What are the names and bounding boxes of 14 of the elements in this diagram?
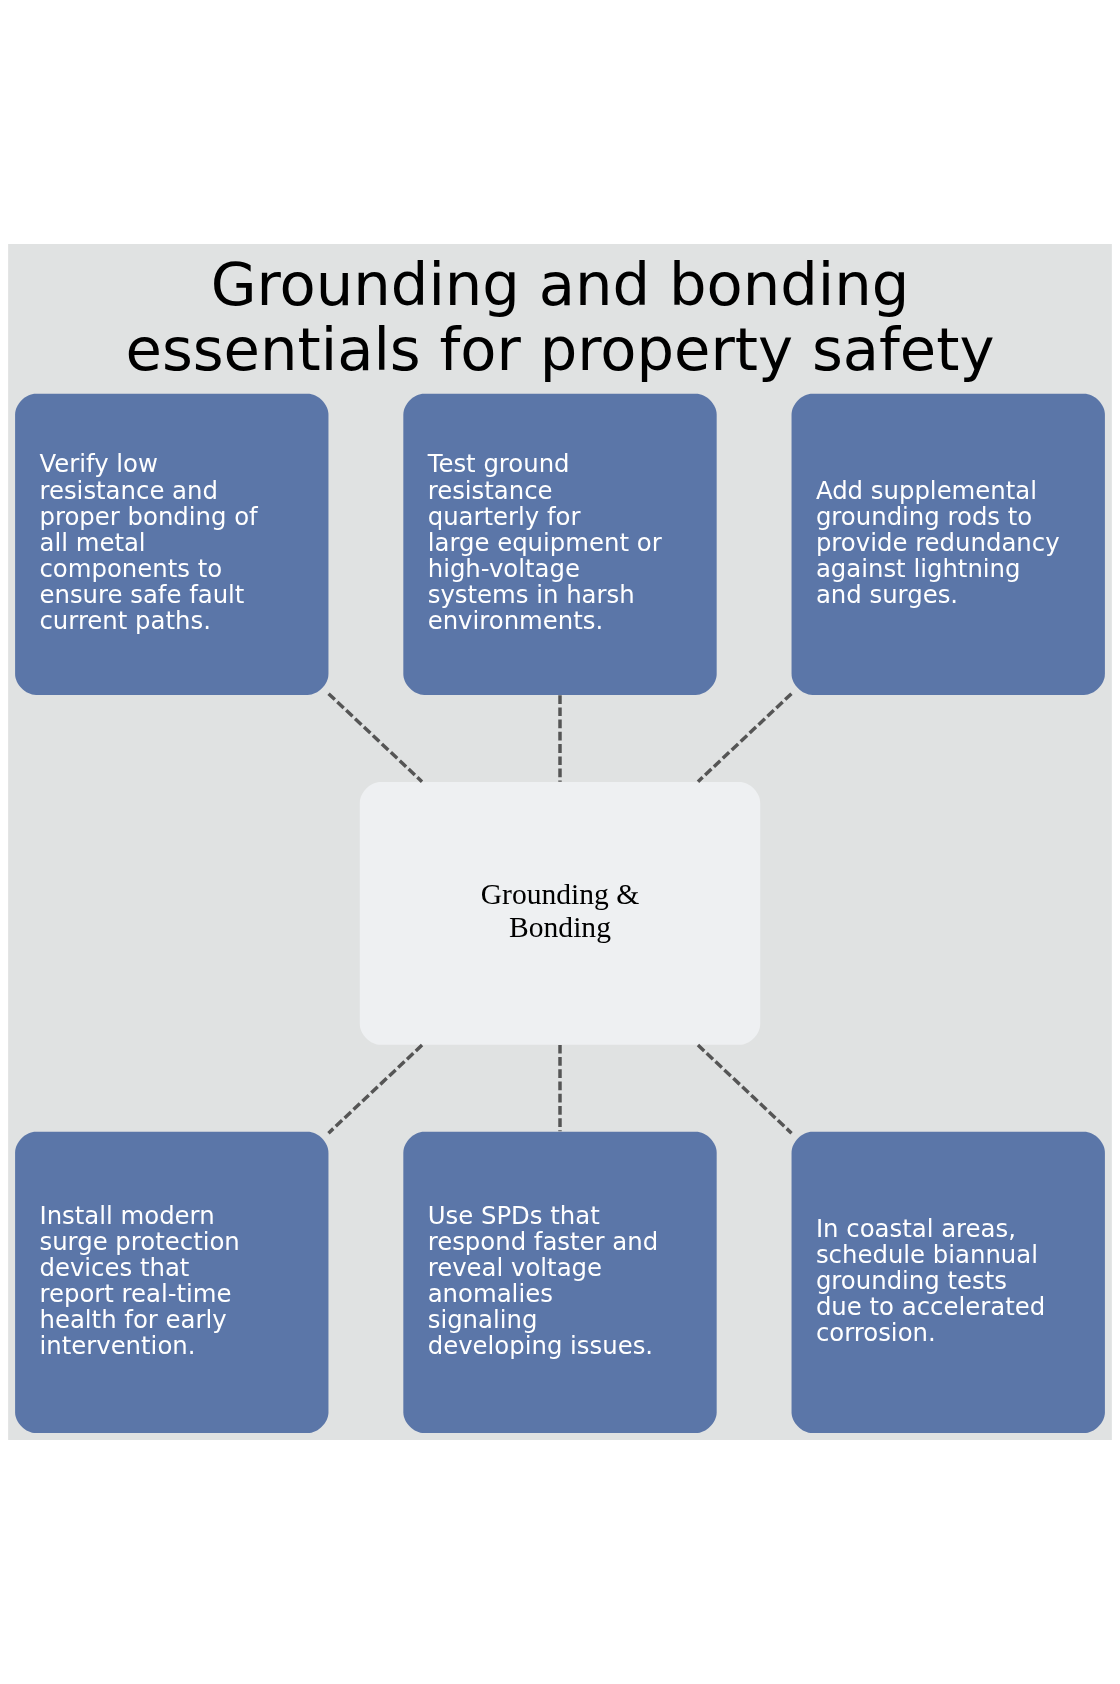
connector — [327, 1043, 424, 1135]
connector — [696, 692, 793, 783]
connector — [327, 692, 424, 783]
connector — [558, 695, 562, 782]
connector — [558, 1045, 562, 1132]
connector — [696, 1043, 793, 1135]
node-box: Add supplemental grounding rods to provide redundancy against lightning and surges. — [791, 393, 1105, 695]
node-box: Test ground resistance quarterly for large equipment or high-voltage systems in harsh environments. — [403, 393, 717, 695]
node-box: Verify low resistance and proper bonding of all metal components to ensure safe fault current paths. — [15, 393, 329, 695]
node-box: Grounding & Bonding — [359, 781, 761, 1045]
node-box: Use SPDs that respond faster and reveal voltage anomalies signaling developing issues. — [403, 1131, 717, 1434]
diagram-title: Grounding and bonding essentials for property safety — [125, 250, 995, 384]
node-box: In coastal areas, schedule biannual grounding tests due to accelerated corrosion. — [791, 1131, 1105, 1434]
node-box: Install modern surge protection devices that report real-time health for early intervention. — [15, 1131, 329, 1434]
